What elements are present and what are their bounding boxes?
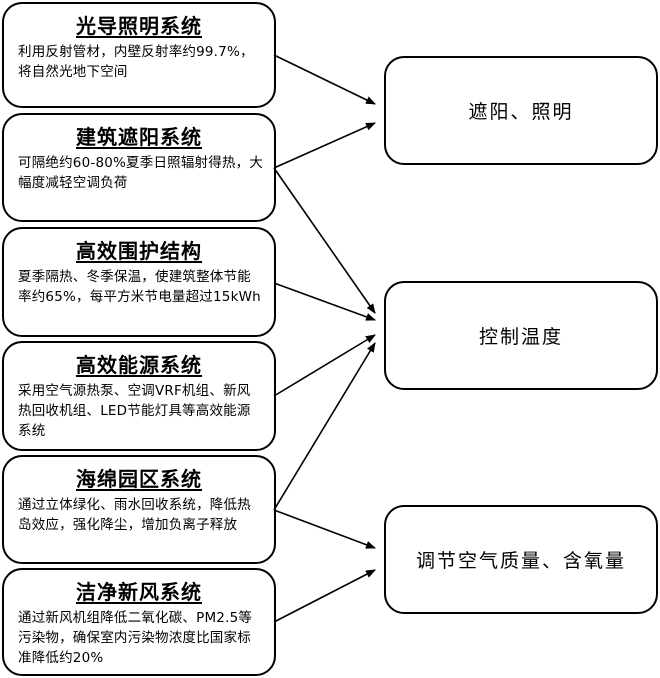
arrow-s2-to-t1 — [273, 122, 376, 169]
node-label: 遮阳、照明 — [468, 101, 574, 123]
node-description: 通过新风机组降低二氧化碳、PM2.5等污染物，确保室内污染物浓度比国家标准降低约… — [18, 610, 253, 666]
node-title: 海绵园区系统 — [76, 467, 202, 491]
arrow-s1-to-t1 — [273, 54, 376, 105]
node-light-guide-system: 光导照明系统 利用反射管材，内壁反射率约99.7%，将自然光地下空间 — [2, 2, 276, 108]
arrow-s5-to-t3 — [273, 509, 376, 549]
arrow-s4-to-t2 — [273, 334, 376, 397]
node-title: 光导照明系统 — [76, 14, 202, 38]
node-label: 调节空气质量、含氧量 — [415, 550, 626, 572]
arrow-s2-to-t2 — [273, 167, 376, 314]
arrow-s3-to-t2 — [273, 282, 376, 321]
node-building-shading-system: 建筑遮阳系统 可隔绝约60-80%夏季日照辐射得热，大幅度减轻空调负荷 — [2, 113, 276, 222]
node-efficient-energy-system: 高效能源系统 采用空气源热泵、空调VRF机组、新风热回收机组、LED节能灯具等高… — [2, 341, 276, 451]
node-description: 通过立体绿化、雨水回收系统，降低热岛效应，强化降尘，增加负离子释放 — [18, 497, 251, 533]
node-description: 利用反射管材，内壁反射率约99.7%，将自然光地下空间 — [18, 44, 254, 80]
node-shading-lighting: 遮阳、照明 — [384, 56, 658, 165]
arrow-s6-to-t3 — [273, 569, 376, 623]
node-efficient-envelope: 高效围护结构 夏季隔热、冬季保温，使建筑整体节能率约65%，每平方米节电量超过1… — [2, 227, 276, 337]
node-title: 洁净新风系统 — [76, 580, 202, 604]
node-title: 建筑遮阳系统 — [76, 125, 202, 149]
node-description: 采用空气源热泵、空调VRF机组、新风热回收机组、LED节能灯具等高效能源系统 — [18, 383, 251, 439]
node-sponge-park-system: 海绵园区系统 通过立体绿化、雨水回收系统，降低热岛效应，强化降尘，增加负离子释放 — [2, 455, 276, 564]
node-label: 控制温度 — [478, 326, 563, 348]
node-air-quality-oxygen: 调节空气质量、含氧量 — [384, 505, 658, 614]
arrow-s5-to-t2 — [273, 342, 376, 511]
node-description: 可隔绝约60-80%夏季日照辐射得热，大幅度减轻空调负荷 — [18, 155, 264, 191]
node-title: 高效围护结构 — [76, 239, 202, 263]
node-clean-fresh-air-system: 洁净新风系统 通过新风机组降低二氧化碳、PM2.5等污染物，确保室内污染物浓度比… — [2, 568, 276, 676]
node-temperature-control: 控制温度 — [384, 281, 658, 390]
node-description: 夏季隔热、冬季保温，使建筑整体节能率约65%，每平方米节电量超过15kWh — [18, 269, 261, 305]
node-title: 高效能源系统 — [76, 353, 202, 377]
